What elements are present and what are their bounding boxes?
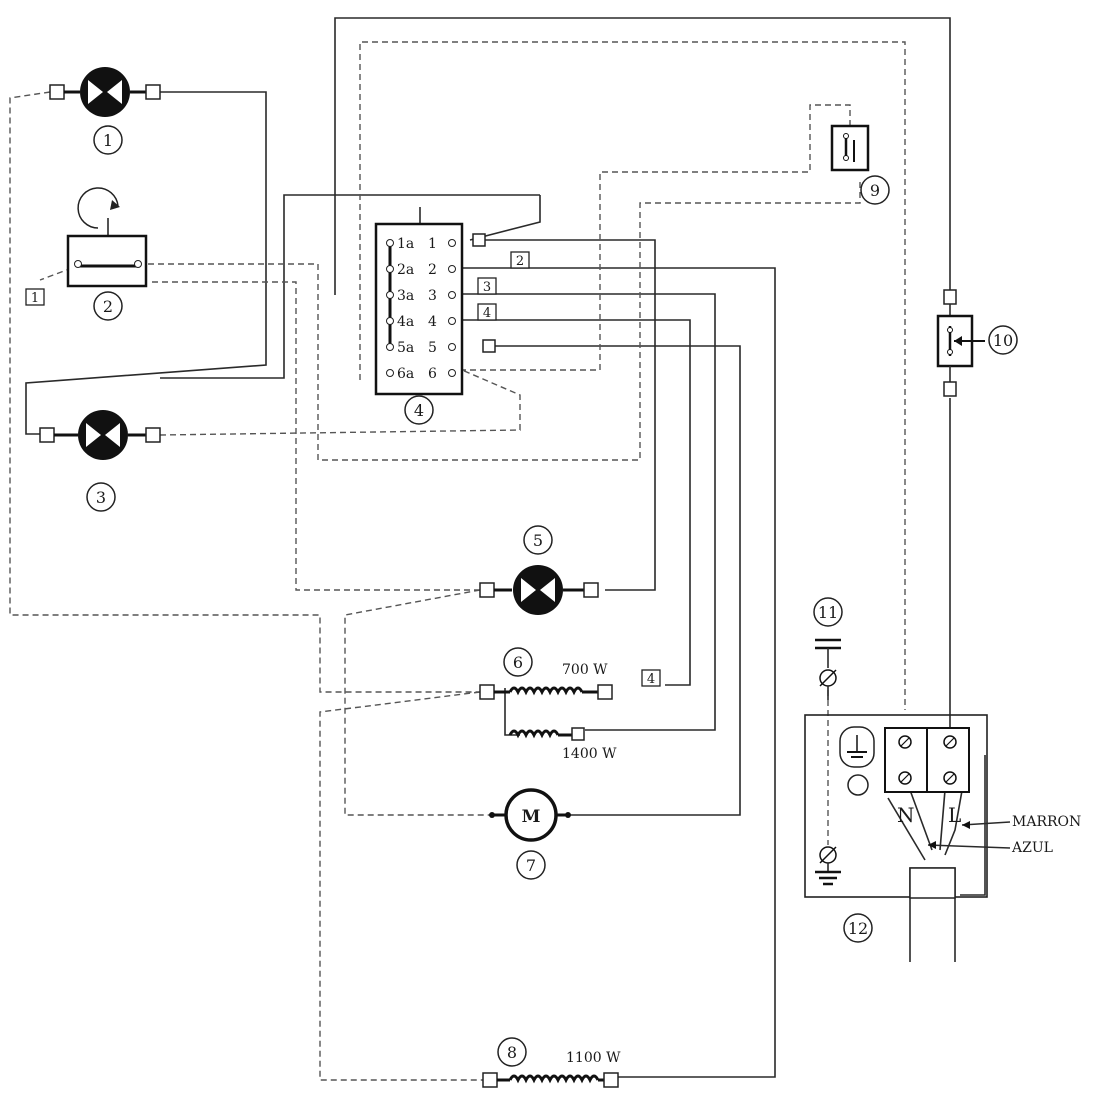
terminal-3: 3 xyxy=(428,288,437,304)
solid-wires xyxy=(25,17,986,1078)
terminal-1: 1 xyxy=(428,236,437,252)
heater-8: 8 1100 W xyxy=(482,1037,621,1088)
terminal-line-label: L xyxy=(948,803,961,827)
heater-6: 6 700 W 1400 W 4 xyxy=(479,647,661,762)
label-circle-1 xyxy=(93,125,123,155)
label-3: 3 xyxy=(96,488,106,507)
switch-9: 9 xyxy=(830,124,890,205)
label-6: 6 xyxy=(513,653,523,672)
terminal-box-12: N L MARRON AZUL 12 xyxy=(804,714,1081,943)
cable-label-blue: AZUL xyxy=(1011,840,1053,856)
wire-tag-1: 1 xyxy=(31,291,39,306)
rating-1100w: 1100 W xyxy=(566,1050,621,1066)
switch-right-terminals: 1 2 3 4 5 6 xyxy=(428,236,456,382)
label-2: 2 xyxy=(103,297,113,316)
label-1: 1 xyxy=(103,131,113,150)
motor-label: M xyxy=(522,807,541,827)
timer-2: 2 1 xyxy=(25,187,148,321)
lamp-5: 5 xyxy=(479,525,599,615)
terminal-6a: 6a xyxy=(397,366,414,382)
motor-7: M 7 xyxy=(489,788,571,880)
terminal-5: 5 xyxy=(428,340,437,356)
terminal-6: 6 xyxy=(428,366,437,382)
capacitor-11: 11 xyxy=(813,597,843,700)
terminal-3a: 3a xyxy=(397,288,414,304)
terminal-4: 4 xyxy=(428,314,437,330)
terminal-neutral-label: N xyxy=(897,803,915,827)
door-interlock-10: 10 xyxy=(936,289,1018,397)
terminal-2a: 2a xyxy=(397,262,414,278)
label-5: 5 xyxy=(533,531,543,550)
label-10: 10 xyxy=(993,331,1013,350)
terminal-4a: 4a xyxy=(397,314,414,330)
dashed-wires xyxy=(9,41,906,1081)
label-11: 11 xyxy=(818,603,838,622)
terminal-5a: 5a xyxy=(397,340,414,356)
wire-tag-4a: 4 xyxy=(483,306,491,321)
label-7: 7 xyxy=(526,856,536,875)
switch-left-terminals: 1a 2a 3a 4a 5a 6a xyxy=(386,236,414,382)
terminal-1a: 1a xyxy=(397,236,414,252)
cable-label-brown: MARRON xyxy=(1012,814,1081,830)
terminal-2: 2 xyxy=(428,262,437,278)
wire-tag-4b: 4 xyxy=(647,672,655,687)
label-9: 9 xyxy=(870,181,880,200)
rating-1400w: 1400 W xyxy=(562,746,617,762)
programme-switch-4: 1a 2a 3a 4a 5a 6a 1 2 3 4 5 6 4 2 3 xyxy=(374,222,530,425)
wire-tag-3: 3 xyxy=(483,280,491,295)
wire-tag-2: 2 xyxy=(516,254,524,269)
label-12: 12 xyxy=(848,919,868,938)
lamp-3: 3 xyxy=(39,410,161,512)
label-4: 4 xyxy=(414,401,424,420)
label-8: 8 xyxy=(507,1043,517,1062)
lamp-1: 1 xyxy=(49,67,161,155)
rating-700w: 700 W xyxy=(562,662,608,678)
